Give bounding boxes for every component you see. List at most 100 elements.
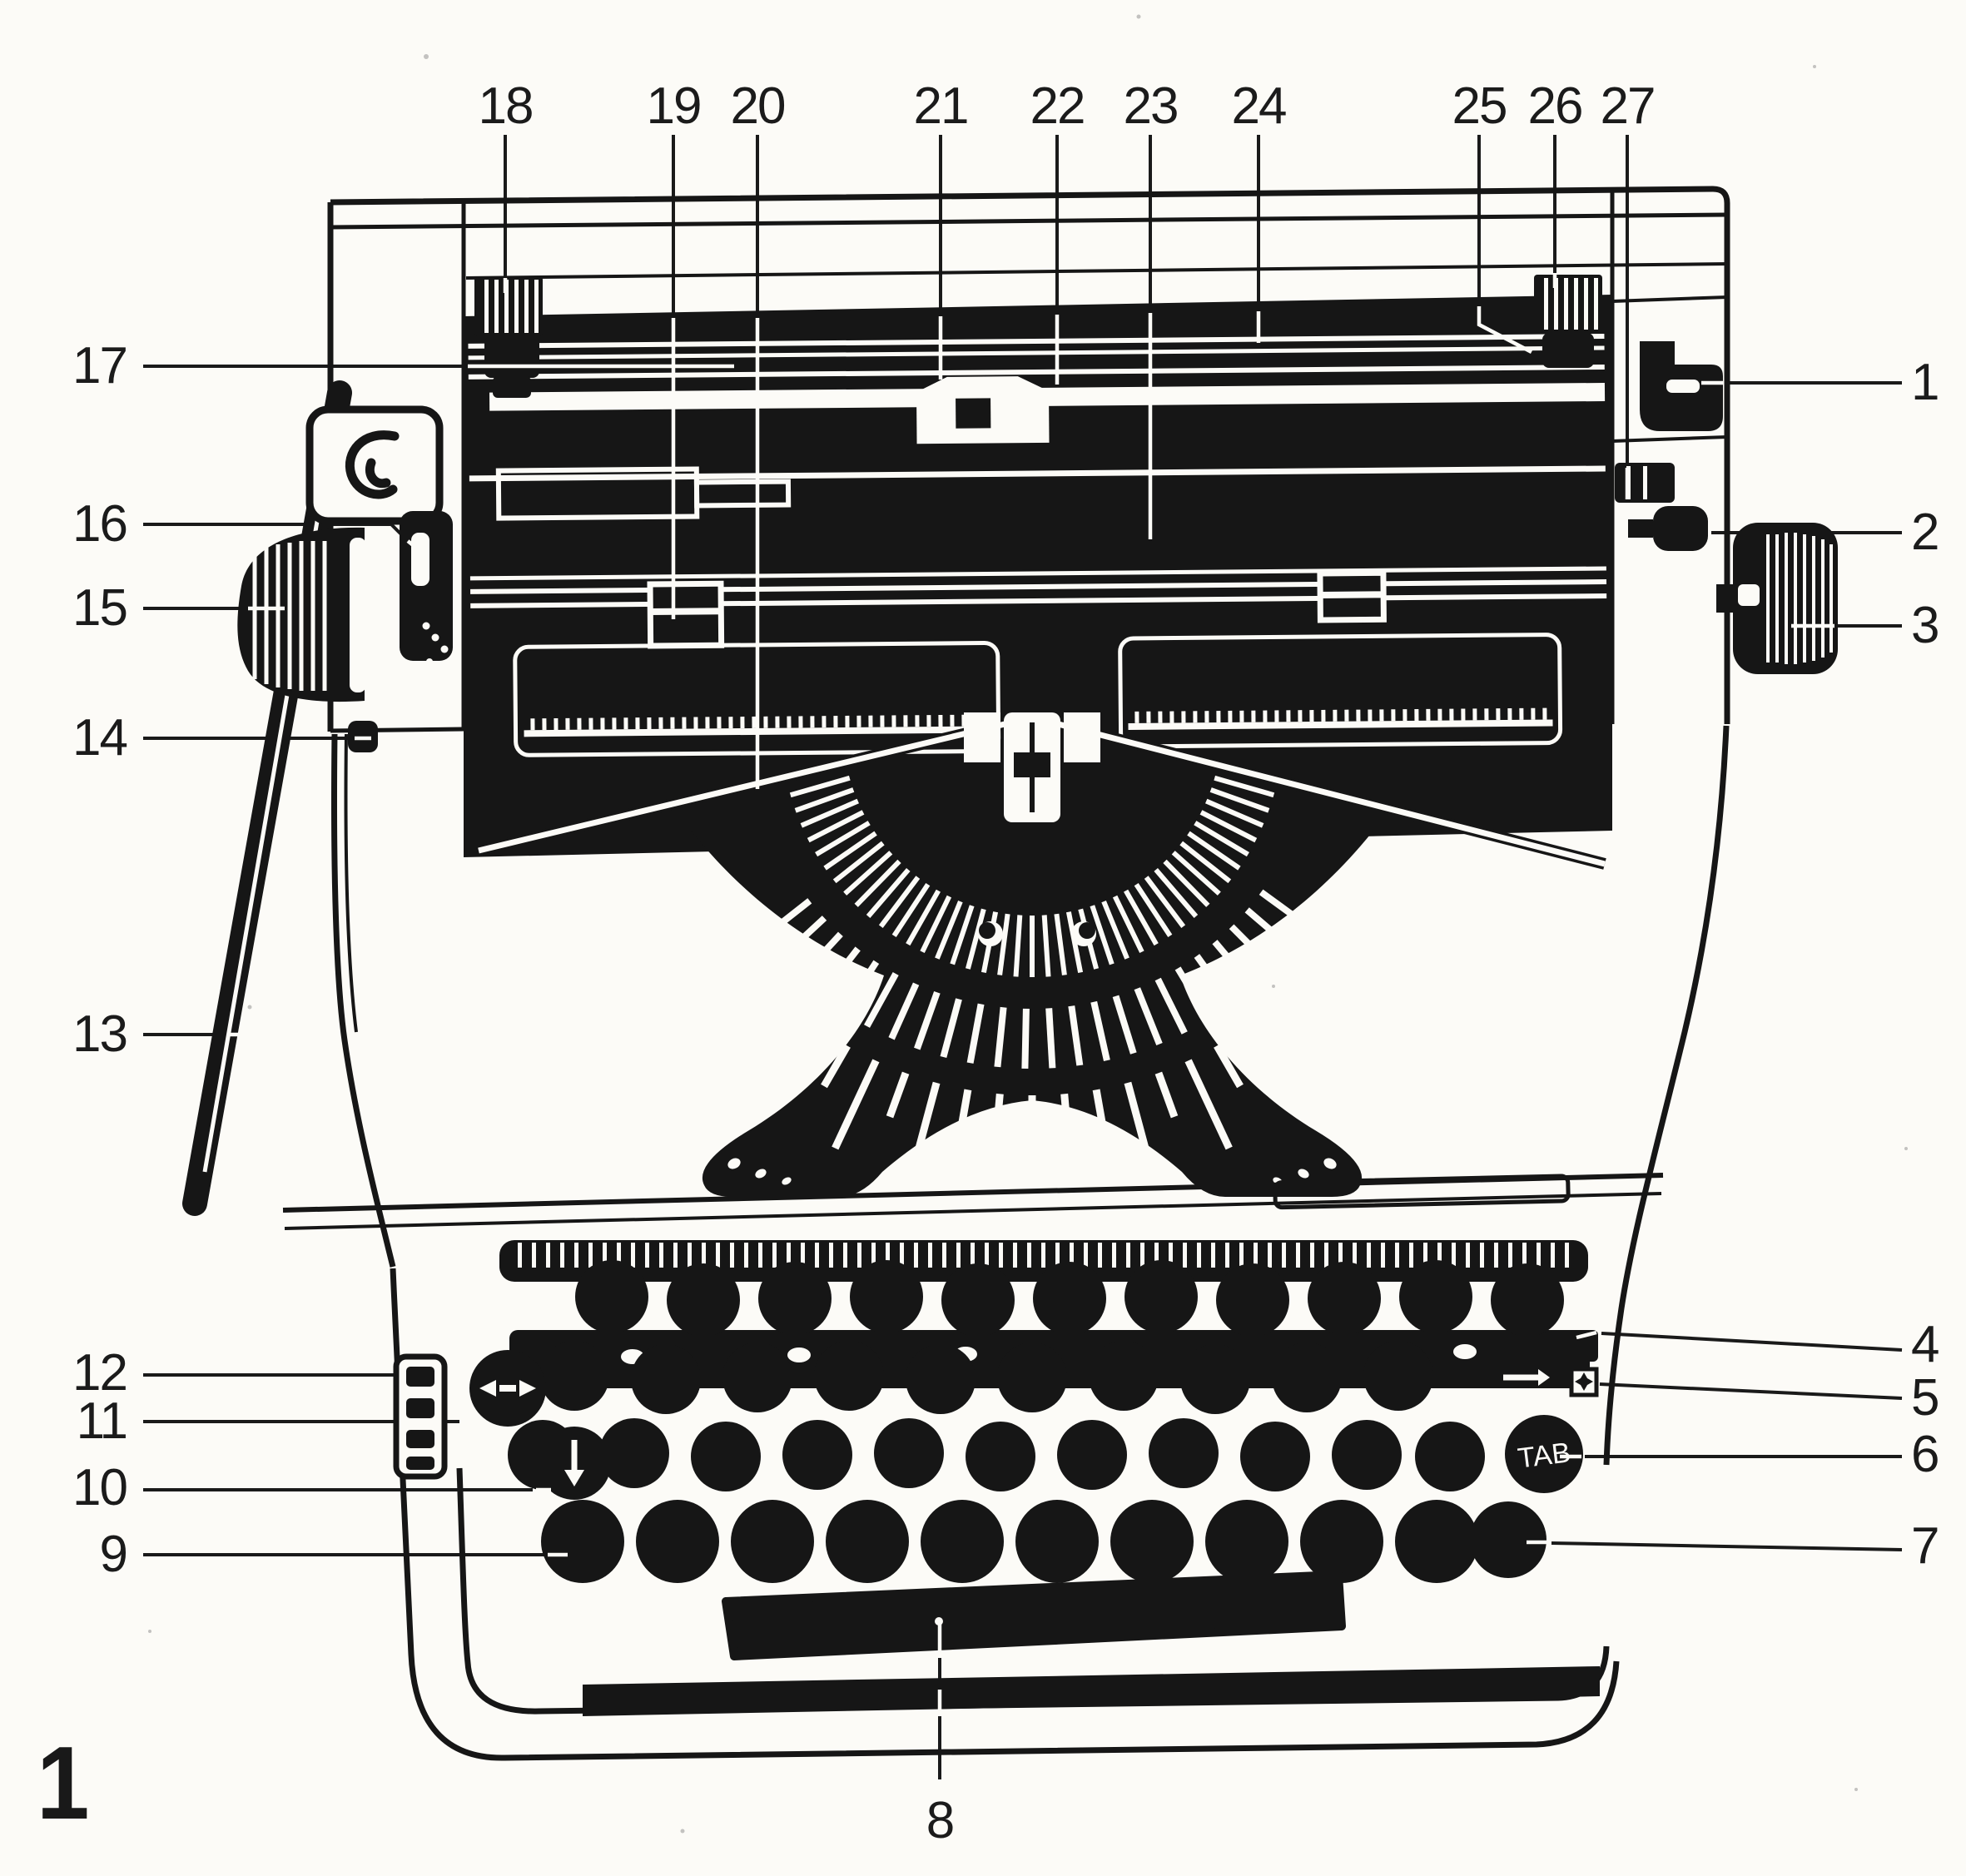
typewriter-key	[539, 1341, 609, 1411]
callout-7-label: 7	[1911, 1517, 1938, 1575]
typewriter-key	[667, 1263, 740, 1337]
type-bar-slit-r0	[1199, 810, 1258, 843]
figure-number: 1	[37, 1726, 89, 1841]
key-lever-slit	[999, 1243, 1003, 1268]
scale-baseline-1	[1128, 719, 1553, 730]
type-bar-slit-r0	[1123, 889, 1159, 946]
scale-tooth	[1391, 709, 1396, 722]
typewriter-key	[941, 1263, 1015, 1337]
callout-4-line-inverted	[1576, 1330, 1597, 1340]
type-bar-slit-r1	[1174, 966, 1212, 1022]
key-lever-slit	[1565, 1243, 1569, 1268]
key-lever-slit	[1254, 1243, 1258, 1268]
type-bar-slit-r0	[1171, 851, 1221, 896]
scale-tooth	[577, 717, 582, 730]
scale-tooth	[868, 715, 873, 727]
typewriter-key	[997, 1342, 1067, 1412]
nameplate	[1273, 1174, 1571, 1210]
key-lever-slit	[1169, 1243, 1173, 1268]
scale-tooth	[1403, 709, 1407, 722]
type-bar-slit-r0	[1187, 831, 1241, 871]
key-lever-slit	[1437, 1243, 1442, 1268]
typewriter-key	[758, 1262, 832, 1335]
scale-tooth	[833, 716, 838, 728]
scan-noise	[148, 14, 1908, 1834]
type-bar-slit-r1	[914, 990, 941, 1050]
type-bar-slit-r2	[832, 1059, 880, 1150]
callout-12-label: 12	[72, 1344, 127, 1402]
callout-10-label: 10	[72, 1459, 127, 1516]
type-guide	[964, 712, 1100, 822]
type-bar-slit-r0	[1112, 895, 1144, 954]
type-bar-slit-r2	[1214, 1044, 1244, 1089]
scale-tooth	[1228, 710, 1233, 722]
type-bar-slit-r1	[1045, 1008, 1056, 1069]
type-bar-slit-r0	[878, 876, 921, 929]
typewriter-key	[636, 1500, 719, 1583]
scale-tooth	[1507, 707, 1512, 721]
key-lever-slit	[787, 1243, 791, 1268]
type-bar-slit-r2	[1154, 1071, 1179, 1119]
type-bar-slit-r1	[940, 998, 962, 1059]
scale-tooth	[1437, 708, 1442, 721]
typewriter-key	[1399, 1260, 1472, 1333]
carriage-lock-lever	[1640, 341, 1723, 431]
key-lever-slit	[1070, 1243, 1074, 1268]
type-bar-slit-r0	[1163, 859, 1210, 907]
scale-tooth	[880, 715, 885, 727]
type-bar-slit-r1	[1134, 987, 1163, 1045]
callout-23-label: 23	[1124, 77, 1178, 135]
typewriter-key	[1470, 1501, 1546, 1578]
scale-tooth	[950, 714, 955, 727]
key-lever-slit	[532, 1243, 536, 1268]
key-lever-slit	[631, 1243, 635, 1268]
callout-1-label: 1	[1911, 354, 1938, 411]
typewriter-key	[1363, 1341, 1433, 1411]
typewriter-key	[1240, 1422, 1310, 1491]
key-lever-slit	[1126, 1243, 1130, 1268]
key-lever-slit	[546, 1243, 550, 1268]
callout-16-line-inverted	[406, 539, 423, 553]
key-lever-slit	[1225, 1243, 1229, 1268]
key-lever-slit	[1452, 1243, 1456, 1268]
typewriter-key	[731, 1500, 814, 1583]
callout-25-line-inverted	[1477, 306, 1533, 354]
key-lever-slit	[871, 1243, 876, 1268]
scale-tooth	[1309, 710, 1314, 722]
key-lever-slit	[1282, 1243, 1286, 1268]
type-bar-slit-r1	[1154, 977, 1188, 1035]
scale-tooth	[1286, 710, 1291, 722]
card-holder	[916, 376, 1050, 444]
scale-tooth	[1496, 708, 1501, 721]
type-bar-slit-r1	[994, 1006, 1007, 1068]
scale-tooth	[891, 715, 896, 727]
callout-22-label: 22	[1030, 77, 1085, 135]
type-bar-slit-r0	[1090, 905, 1115, 965]
typewriter-key	[541, 1500, 624, 1583]
type-bar-slit-r2	[987, 1093, 1004, 1191]
carriage-details	[468, 333, 1607, 757]
callout-16-line	[143, 523, 408, 541]
scale-tooth	[565, 717, 570, 730]
carriage-release-right	[1534, 275, 1602, 368]
margin-release-key	[1569, 1367, 1599, 1397]
scale-tooth	[1519, 707, 1524, 720]
tab-set-arrow-icon	[1503, 1369, 1550, 1386]
type-bar-slit-r0	[891, 882, 931, 938]
keyboard: TAB	[393, 1240, 1600, 1716]
scale-tooth	[798, 716, 803, 728]
ribbon-selector-column	[393, 1353, 448, 1480]
typewriter-key	[874, 1418, 944, 1488]
key-lever-slit	[1197, 1243, 1201, 1268]
callout-6-label: 6	[1911, 1426, 1938, 1483]
paper-bail-rods	[477, 713, 1606, 870]
front-apron	[583, 1666, 1600, 1716]
scale-tooth	[728, 717, 733, 729]
type-bar-slit-r0	[1214, 775, 1275, 798]
typewriter-key	[1149, 1418, 1219, 1488]
typewriter-illustration: TAB	[148, 14, 1908, 1834]
scale-tooth	[938, 714, 943, 727]
scale-tooth	[775, 716, 780, 728]
key-lever-slits	[518, 1243, 1569, 1268]
type-bar-slit-r0	[794, 787, 855, 813]
